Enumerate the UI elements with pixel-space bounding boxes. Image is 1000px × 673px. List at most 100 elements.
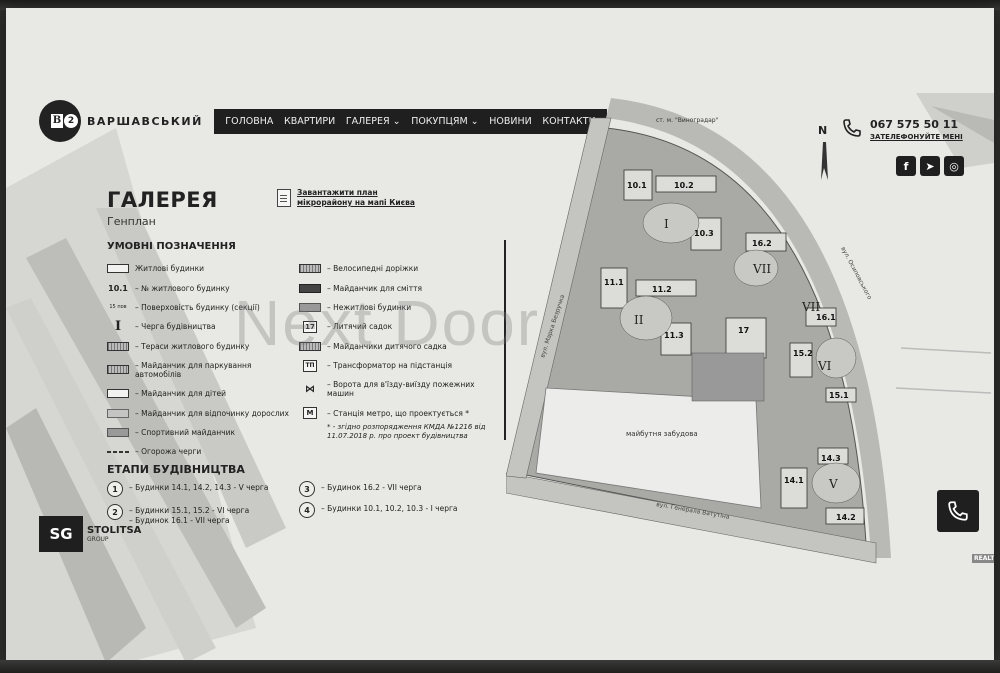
metro-label: ст. м. "Виноградар" bbox=[656, 117, 719, 124]
phone-block[interactable]: 067 575 50 11 ЗАТЕЛЕФОНУЙТЕ МЕНІ bbox=[842, 118, 963, 141]
legend-item: – Велосипедні доріжки bbox=[299, 259, 509, 278]
building-label: 10.2 bbox=[674, 181, 694, 190]
queue-label: II bbox=[634, 313, 644, 327]
legend-item: – Тераси житлового будинку bbox=[107, 337, 287, 356]
queue-label: VI bbox=[817, 359, 832, 373]
legend-label: – Нежитлові будинки bbox=[327, 302, 412, 312]
divider bbox=[504, 240, 506, 440]
building-label: 14.3 bbox=[821, 454, 841, 463]
legend-label: – Огорожа черги bbox=[135, 447, 202, 457]
nav-gallery[interactable]: ГАЛЕРЕЯ ⌄ bbox=[345, 116, 401, 127]
download-plan-link[interactable]: Завантажити план мікрорайону на мапі Киє… bbox=[277, 188, 415, 208]
instagram-icon[interactable]: ◎ bbox=[944, 156, 964, 176]
legend-label: – Майданчик для дітей bbox=[135, 389, 226, 399]
compass: N bbox=[812, 124, 836, 184]
legend-item: 15 пов– Поверховість будинку (секції) bbox=[107, 298, 287, 317]
facebook-icon[interactable]: f bbox=[896, 156, 916, 176]
phone-number[interactable]: 067 575 50 11 bbox=[870, 118, 959, 131]
legend-symbol bbox=[107, 427, 129, 437]
stage-3: 3 – Будинок 16.2 - VII черга bbox=[299, 481, 422, 497]
logo-letter: В bbox=[51, 114, 63, 128]
legend-item: – Майданчик для відпочинку дорослих bbox=[107, 403, 289, 422]
stage-number: 1 bbox=[107, 481, 123, 497]
telegram-icon[interactable]: ➤ bbox=[920, 156, 940, 176]
building-label: 14.1 bbox=[784, 476, 804, 485]
legend-item: – Спортивний майданчик bbox=[107, 423, 287, 442]
phone-icon bbox=[948, 501, 968, 521]
call-button[interactable] bbox=[937, 490, 979, 532]
site-plan-map[interactable]: майбутня забудова bbox=[506, 88, 991, 568]
legend-symbol bbox=[299, 341, 321, 351]
compass-north-label: N bbox=[818, 124, 828, 137]
sg-mark: SG bbox=[39, 516, 83, 552]
download-line-2: мікрорайону на мапі Києва bbox=[297, 198, 415, 207]
legend-item: 10.1– № житлового будинку bbox=[107, 278, 287, 297]
stage-line: – Будинки 14.1, 14.2, 14.3 - V черга bbox=[129, 483, 269, 492]
social-links: f ➤ ◎ bbox=[896, 156, 964, 176]
legend-label: – Майданчик для сміття bbox=[327, 283, 422, 293]
legend-label: – Ворота для в'їзду-виїзду пожежних маши… bbox=[327, 380, 475, 399]
stage-line: – Будинок 16.1 - VII черга bbox=[129, 516, 230, 525]
legend-symbol bbox=[107, 450, 129, 453]
legend-right: – Велосипедні доріжки – Майданчик для см… bbox=[299, 259, 509, 441]
stage-1: 1 – Будинки 14.1, 14.2, 14.3 - V черга bbox=[107, 481, 268, 497]
legend-symbol bbox=[107, 264, 129, 274]
nav-news[interactable]: НОВИНИ bbox=[489, 116, 532, 127]
nav-home[interactable]: ГОЛОВНА bbox=[225, 116, 274, 127]
developer-logo[interactable]: SG STOLITSA GROUP bbox=[39, 516, 141, 552]
legend-footnote: * - згідно розпорядження КМДА №1216 від … bbox=[327, 423, 509, 441]
company-name: STOLITSA bbox=[87, 524, 142, 536]
legend-label: – Поверховість будинку (секції) bbox=[135, 302, 260, 312]
legend-symbol bbox=[107, 341, 129, 351]
download-line-1: Завантажити план bbox=[297, 188, 378, 197]
brand-logo[interactable]: В 2 ВАРШАВСЬКИЙ bbox=[39, 100, 203, 142]
legend-heading: УМОВНІ ПОЗНАЧЕННЯ bbox=[107, 241, 236, 252]
stages-heading: ЕТАПИ БУДІВНИЦТВА bbox=[107, 463, 245, 476]
watermark: Next Door bbox=[234, 287, 541, 359]
legend-symbol: ТП bbox=[303, 359, 317, 372]
stage-number: 2 bbox=[107, 504, 123, 520]
legend-symbol: I bbox=[114, 319, 122, 335]
document-icon bbox=[277, 189, 291, 207]
nav-buyers[interactable]: ПОКУПЦЯМ ⌄ bbox=[411, 116, 479, 127]
street-right-label: вул. Осиповського bbox=[839, 246, 873, 301]
building-label: 11.2 bbox=[652, 285, 672, 294]
legend-label: – Трансформатор на підстанція bbox=[327, 361, 452, 371]
nav-apartments[interactable]: КВАРТИРИ bbox=[283, 116, 336, 127]
page-subtitle: Генплан bbox=[107, 215, 156, 228]
building-label: 17 bbox=[738, 326, 749, 335]
legend-item: – Нежитлові будинки bbox=[299, 298, 509, 317]
stage-number: 3 bbox=[299, 481, 315, 497]
building-label: 15.2 bbox=[793, 349, 813, 358]
legend-symbol: 10.1 bbox=[108, 283, 128, 293]
nav-contacts[interactable]: КОНТАКТИ bbox=[542, 116, 596, 127]
logo-text: ВАРШАВСЬКИЙ bbox=[87, 114, 203, 128]
legend-label: – Спортивний майданчик bbox=[135, 427, 235, 437]
legend-item: 17– Литячий садок bbox=[299, 317, 509, 336]
callback-link[interactable]: ЗАТЕЛЕФОНУЙТЕ МЕНІ bbox=[870, 133, 963, 141]
legend-symbol bbox=[299, 302, 321, 312]
legend-item: ⋈– Ворота для в'їзду-виїзду пожежних маш… bbox=[299, 375, 509, 403]
legend-label: – Велосипедні доріжки bbox=[327, 264, 419, 274]
legend-item: – Майданчик для дітей bbox=[107, 384, 287, 403]
legend-item: – Майданчик для паркування автомобілів bbox=[107, 356, 287, 384]
legend-item: – Майданчики дитячого садка bbox=[299, 337, 509, 356]
printed-page: В 2 ВАРШАВСЬКИЙ ГОЛОВНА КВАРТИРИ ГАЛЕРЕЯ… bbox=[6, 8, 994, 663]
main-nav: ГОЛОВНА КВАРТИРИ ГАЛЕРЕЯ ⌄ ПОКУПЦЯМ ⌄ НО… bbox=[214, 109, 607, 134]
legend-label: – Майданчик для відпочинку дорослих bbox=[135, 408, 289, 418]
legend-item: I– Черга будівництва bbox=[107, 317, 287, 336]
legend-item: Житлові будинки bbox=[107, 259, 287, 278]
legend-symbol: M bbox=[303, 407, 317, 420]
legend-left: Житлові будинки 10.1– № житлового будинк… bbox=[107, 259, 289, 462]
stage-line: – Будинки 10.1, 10.2, 10.3 - I черга bbox=[321, 504, 458, 513]
building-label: 10.1 bbox=[627, 181, 647, 190]
queue-label: I bbox=[664, 217, 669, 231]
legend-symbol bbox=[107, 365, 129, 375]
legend-item: M– Станція метро, що проектується * bbox=[299, 403, 509, 422]
logo-mark: В 2 bbox=[39, 100, 81, 142]
building-label: 15.1 bbox=[829, 391, 849, 400]
building-label: 11.3 bbox=[664, 331, 684, 340]
queue-label: VII bbox=[801, 300, 820, 314]
phone-icon bbox=[843, 119, 861, 137]
stage-line: – Будинки 15.1, 15.2 - VI черга bbox=[129, 506, 250, 515]
